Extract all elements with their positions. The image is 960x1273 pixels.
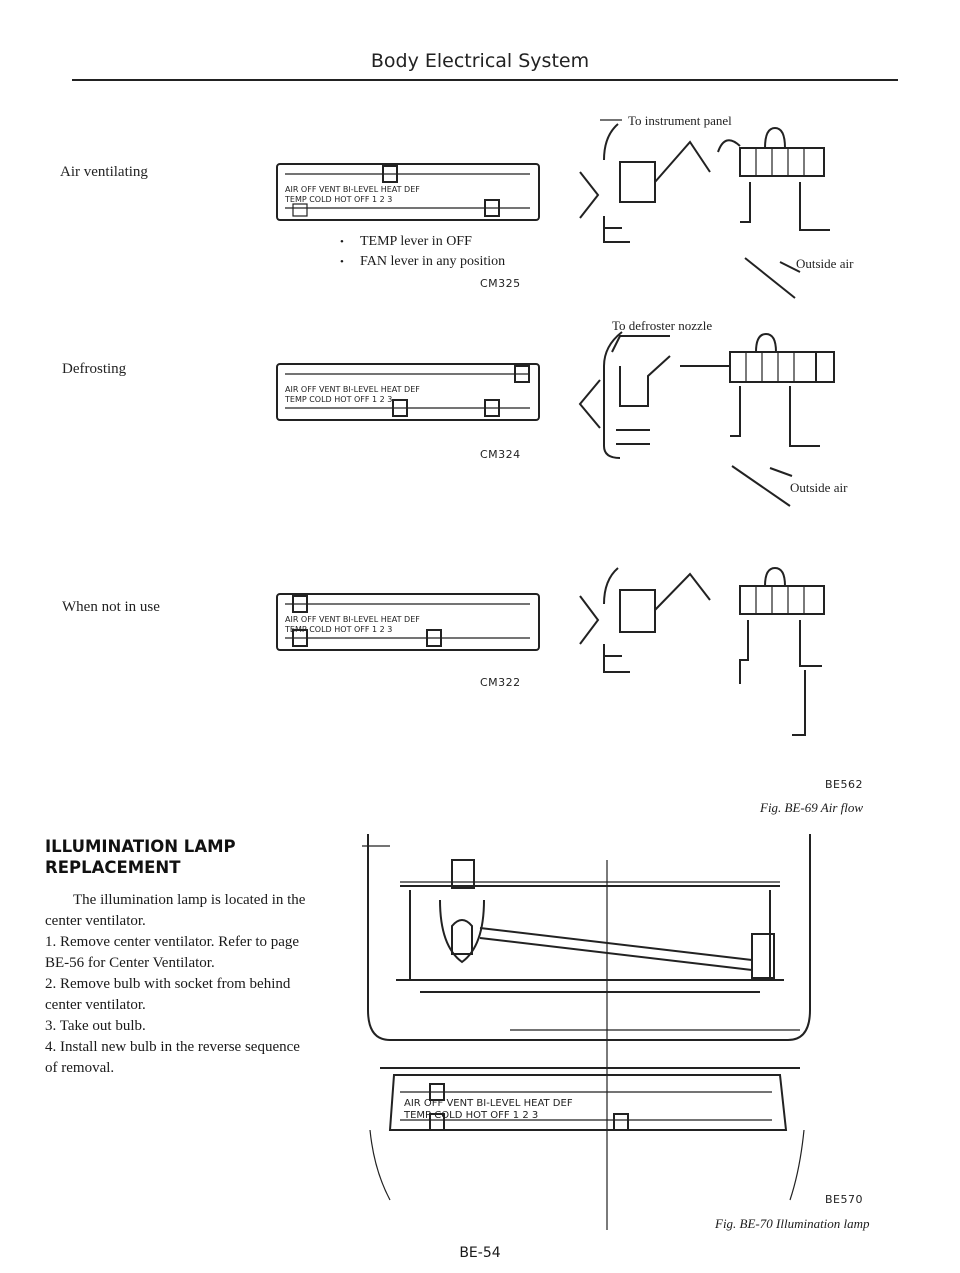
step-4: 4. Install new bulb in the reverse seque… [45, 1039, 300, 1076]
duct-label-outside-air-1: Outside air [796, 256, 854, 271]
vent-note-fan: FAN lever in any position [340, 252, 505, 272]
figure-code-cm324: CM324 [480, 448, 521, 461]
mode-label-air-ventilating: Air ventilating [60, 164, 148, 180]
mode-label-not-in-use: When not in use [62, 599, 160, 615]
step-3: 3. Take out bulb. [45, 1018, 146, 1034]
section-title-line2: REPLACEMENT [45, 858, 181, 877]
duct-label-instrument-panel: To instrument panel [628, 113, 732, 128]
airflow-duct-vent-diagram [579, 119, 830, 299]
illumination-lamp-diagram: AIR OFF VENT BI-LEVEL HEAT DEF TEMP COLD… [362, 834, 811, 1230]
panel-row2-text: TEMP COLD HOT OFF 1 2 3 [284, 625, 392, 634]
duct-label-defroster-nozzle: To defroster nozzle [612, 318, 713, 333]
header-rule [72, 79, 898, 81]
illumination-instructions: The illumination lamp is located in the … [45, 890, 307, 1079]
page-header-title: Body Electrical System [370, 50, 590, 72]
control-panel-off-diagram: AIR OFF VENT BI-LEVEL HEAT DEF TEMP COLD… [276, 593, 540, 651]
mode-label-defrosting: Defrosting [62, 361, 127, 377]
vent-note-temp: TEMP lever in OFF [340, 232, 505, 252]
panel-row1-text: AIR OFF VENT BI-LEVEL HEAT DEF [285, 385, 420, 394]
control-panel-defrost-diagram: AIR OFF VENT BI-LEVEL HEAT DEF TEMP COLD… [276, 363, 540, 421]
panel-row1-text: AIR OFF VENT BI-LEVEL HEAT DEF [285, 185, 420, 194]
lamp-panel-row2-text: TEMP COLD HOT OFF 1 2 3 [403, 1110, 538, 1121]
airflow-duct-off-diagram [579, 566, 825, 736]
vent-notes: TEMP lever in OFF FAN lever in any posit… [340, 232, 505, 272]
figure-caption-be69: Fig. BE-69 Air flow [760, 800, 864, 815]
duct-label-outside-air-2: Outside air [790, 480, 848, 495]
step-2: 2. Remove bulb with socket from behind c… [45, 976, 291, 1013]
panel-row2-text: TEMP COLD HOT OFF 1 2 3 [284, 395, 392, 404]
intro-paragraph: The illumination lamp is located in the … [45, 892, 306, 929]
control-panel-vent-diagram: AIR OFF VENT BI-LEVEL HEAT DEF TEMP COLD… [276, 163, 540, 221]
figure-caption-be70: Fig. BE-70 Illumination lamp [715, 1216, 870, 1231]
section-title: ILLUMINATION LAMP REPLACEMENT [45, 836, 236, 878]
airflow-duct-defrost-diagram [578, 331, 835, 507]
figure-code-be570: BE570 [825, 1193, 863, 1206]
page-number: BE-54 [459, 1245, 501, 1261]
panel-row2-text: TEMP COLD HOT OFF 1 2 3 [284, 195, 392, 204]
figure-code-cm325: CM325 [480, 277, 521, 290]
figure-code-cm322: CM322 [480, 676, 521, 689]
figure-code-be562: BE562 [825, 778, 863, 791]
panel-row1-text: AIR OFF VENT BI-LEVEL HEAT DEF [285, 615, 420, 624]
lamp-panel-row1-text: AIR OFF VENT BI-LEVEL HEAT DEF [404, 1098, 573, 1109]
section-title-line1: ILLUMINATION LAMP [45, 837, 236, 856]
step-1: 1. Remove center ventilator. Refer to pa… [45, 934, 300, 971]
